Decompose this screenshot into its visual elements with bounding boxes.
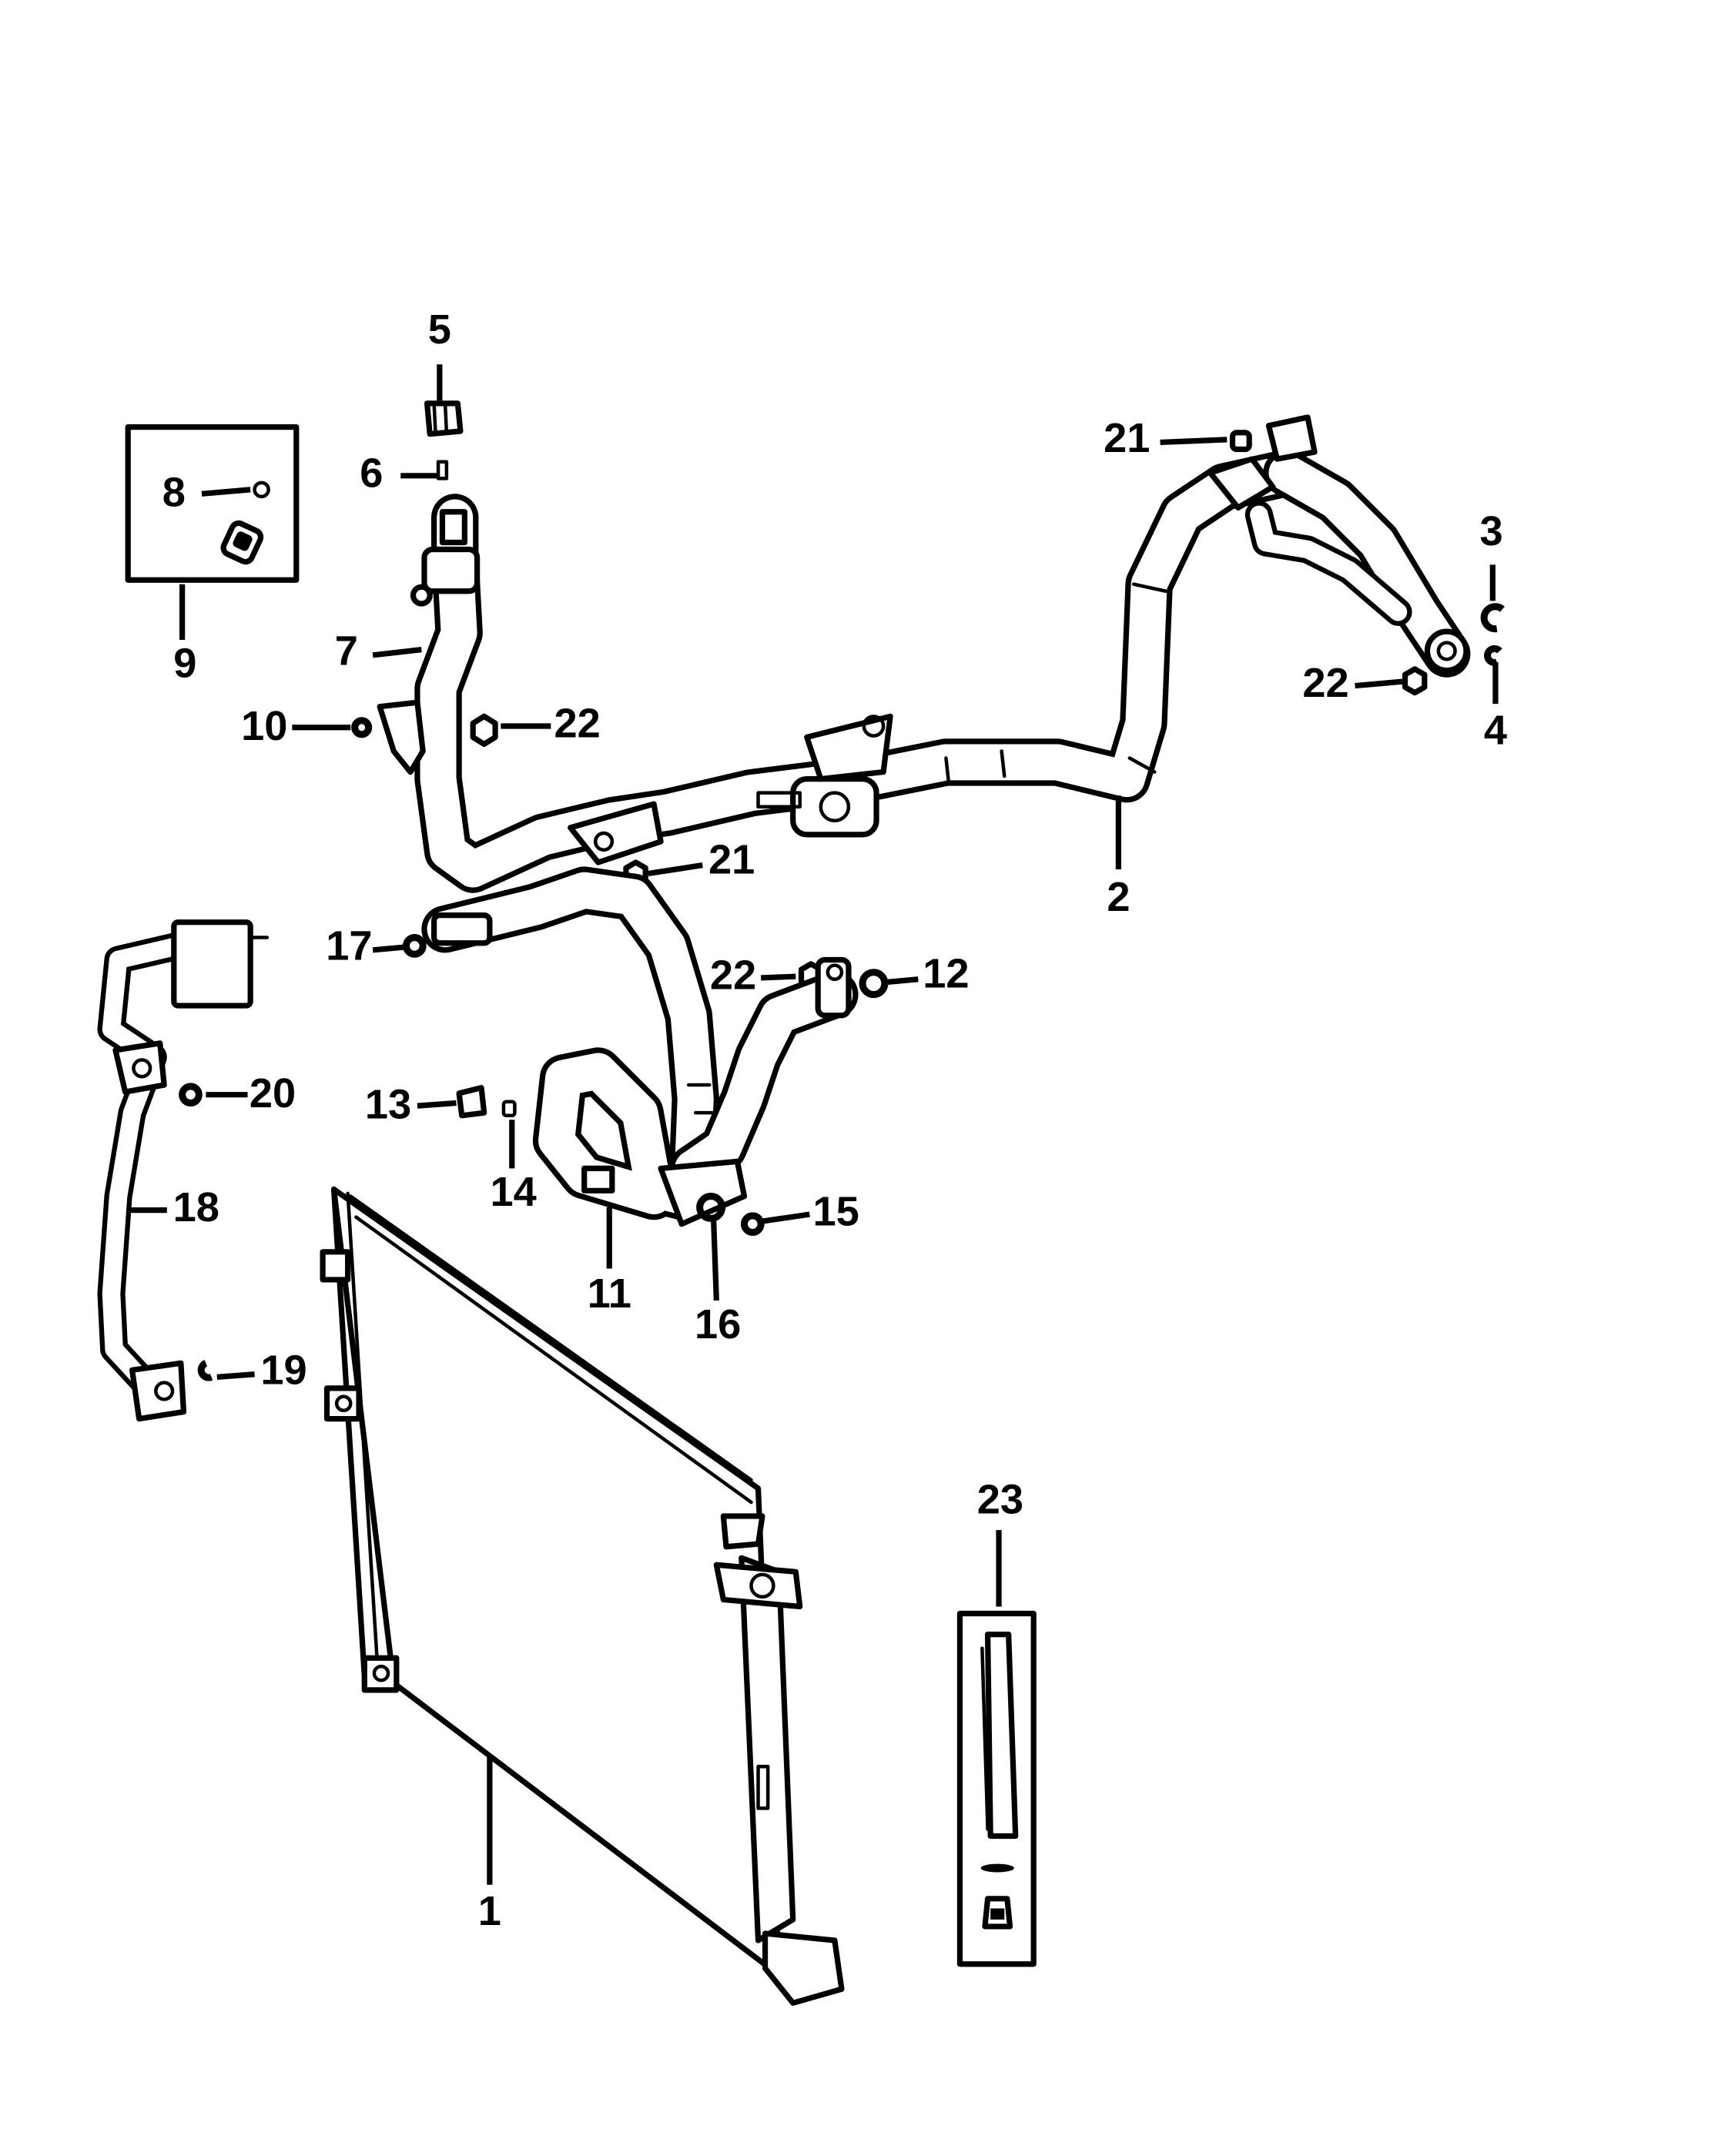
callout-15: 15 xyxy=(813,1188,859,1234)
callout-20: 20 xyxy=(250,1070,296,1116)
part-12-o-ring xyxy=(859,969,889,999)
leader-lines xyxy=(128,364,1499,1885)
callout-9: 9 xyxy=(173,641,196,687)
callout-2: 2 xyxy=(1107,874,1130,920)
part-23-kit-box xyxy=(956,1610,1037,1967)
part-8-o-ring xyxy=(253,480,270,499)
callout-12: 12 xyxy=(923,951,969,997)
callout-13: 13 xyxy=(365,1081,411,1127)
callout-14: 14 xyxy=(490,1169,536,1215)
part-20-o-ring xyxy=(179,1083,203,1107)
part-18-line xyxy=(97,919,270,1422)
callout-21a: 21 xyxy=(1104,415,1150,461)
part-2-hose-assembly xyxy=(377,414,1471,893)
callout-16: 16 xyxy=(695,1301,741,1348)
part-4-o-ring xyxy=(1484,644,1502,666)
part-9-kit-box xyxy=(125,424,300,583)
part-1-condenser xyxy=(320,1186,845,2006)
callout-4: 4 xyxy=(1484,707,1507,753)
callout-22a: 22 xyxy=(554,700,601,746)
part-22-nut-right xyxy=(1402,666,1428,696)
callout-3: 3 xyxy=(1479,508,1502,554)
callout-22c: 22 xyxy=(710,952,756,998)
callout-6: 6 xyxy=(360,450,383,496)
callout-18: 18 xyxy=(173,1184,219,1230)
callout-23: 23 xyxy=(977,1476,1023,1522)
part-22-nut-left xyxy=(470,713,498,748)
callout-7: 7 xyxy=(335,628,358,674)
part-16-o-ring xyxy=(696,1193,726,1222)
callout-17: 17 xyxy=(326,922,372,969)
part-5-cap xyxy=(424,400,464,437)
part-10-o-ring xyxy=(351,717,373,738)
callout-labels: 5 6 8 9 7 10 22 21 3 22 4 2 21 17 22 12 … xyxy=(162,306,1507,1934)
pressure-switch-icon xyxy=(220,520,264,565)
part-21-nut-top xyxy=(1229,430,1252,453)
part-3-clip xyxy=(1480,603,1505,633)
part-17-o-ring xyxy=(402,934,427,958)
callout-1: 1 xyxy=(478,1888,501,1934)
part-6-valve-core xyxy=(436,460,449,480)
part-14-valve-core xyxy=(501,1100,517,1118)
part-19-o-ring xyxy=(197,1360,213,1381)
part-13-cap xyxy=(456,1085,487,1119)
part-11-line-assembly xyxy=(421,866,859,1227)
callout-5: 5 xyxy=(428,306,451,353)
callout-10: 10 xyxy=(241,703,287,749)
callout-8: 8 xyxy=(162,470,186,516)
part-15-o-ring xyxy=(740,1212,765,1237)
callout-21b: 21 xyxy=(708,836,755,882)
callout-11: 11 xyxy=(588,1270,631,1317)
callout-19: 19 xyxy=(260,1347,306,1393)
callout-22b: 22 xyxy=(1302,660,1348,706)
